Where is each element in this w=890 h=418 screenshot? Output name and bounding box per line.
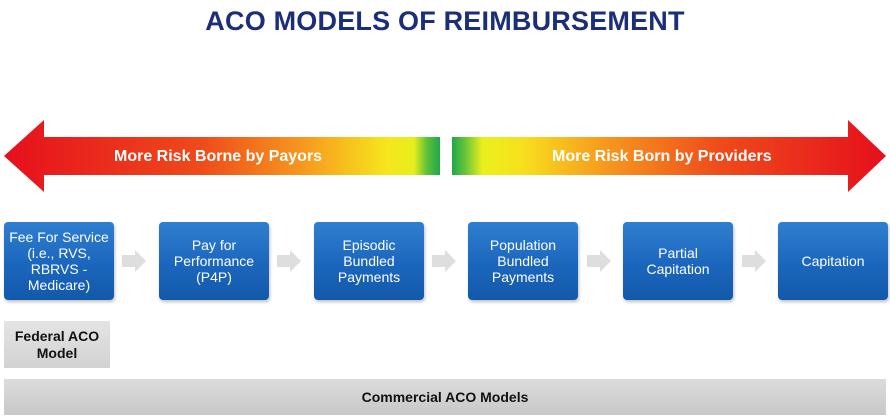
step-partial-capitation: Partial Capitation bbox=[623, 222, 733, 300]
step-label: Episodic Bundled Payments bbox=[337, 237, 401, 285]
federal-aco-model-label: Federal ACO Model bbox=[14, 327, 100, 361]
step-label: Pay for Performance (P4P) bbox=[173, 237, 255, 285]
chevron-right-icon bbox=[742, 250, 766, 272]
payor-risk-label: More Risk Borne by Payors bbox=[114, 148, 323, 165]
federal-aco-model-box: Federal ACO Model bbox=[4, 321, 110, 368]
step-fee-for-service: Fee For Service (i.e., RVS, RBRVS -Medic… bbox=[4, 222, 114, 300]
commercial-aco-models-bar: Commercial ACO Models bbox=[4, 379, 886, 415]
risk-double-arrow bbox=[4, 120, 886, 192]
right-arrow-shape bbox=[452, 120, 886, 192]
step-label: Fee For Service (i.e., RVS, RBRVS -Medic… bbox=[9, 229, 109, 293]
chevron-right-icon bbox=[277, 250, 301, 272]
left-arrow-shape bbox=[4, 120, 440, 192]
chevron-right-icon bbox=[122, 250, 146, 272]
chevron-right-icon bbox=[587, 250, 611, 272]
step-episodic-bundled-payments: Episodic Bundled Payments bbox=[314, 222, 424, 300]
step-capitation: Capitation bbox=[778, 222, 888, 300]
step-label: Capitation bbox=[801, 253, 865, 269]
step-population-bundled-payments: Population Bundled Payments bbox=[468, 222, 578, 300]
provider-risk-label: More Risk Born by Providers bbox=[552, 148, 772, 165]
commercial-aco-models-label: Commercial ACO Models bbox=[361, 389, 529, 405]
step-label: Population Bundled Payments bbox=[489, 237, 557, 285]
page-title: ACO MODELS OF REIMBURSEMENT bbox=[205, 6, 685, 36]
chevron-right-icon bbox=[432, 250, 456, 272]
step-pay-for-performance: Pay for Performance (P4P) bbox=[159, 222, 269, 300]
step-label: Partial Capitation bbox=[646, 245, 710, 277]
